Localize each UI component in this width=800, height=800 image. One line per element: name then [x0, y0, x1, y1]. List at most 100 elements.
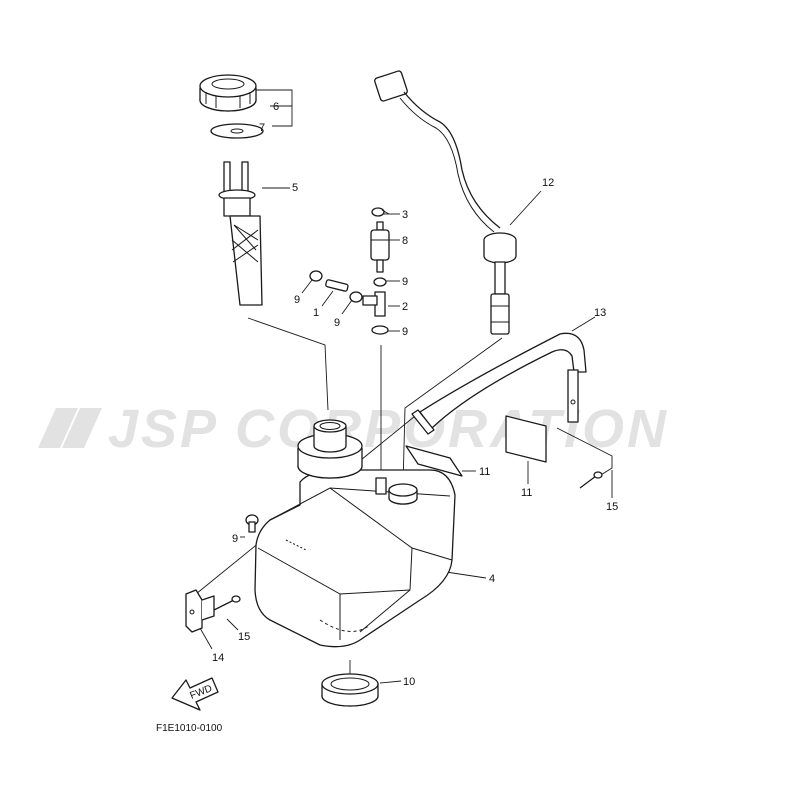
connector: [374, 70, 408, 102]
gauge-stem: [494, 261, 506, 295]
callout-15b: 15: [238, 631, 250, 643]
bracket: [185, 589, 215, 633]
callout-9d: 9: [334, 317, 340, 329]
leader-9d: [341, 299, 353, 315]
clip-9d: [349, 291, 363, 303]
leader-15b: [226, 618, 239, 631]
gauge-float: [490, 293, 510, 335]
bracket-hole: [189, 609, 195, 615]
callout-7: 7: [259, 122, 265, 134]
callout-6: 6: [273, 101, 279, 113]
filler-cap-grip: [205, 92, 251, 108]
fuel-filter: [370, 221, 390, 273]
leader-lines: [195, 89, 613, 684]
joint-branch: [362, 295, 378, 306]
filler-neck-thread: [313, 426, 347, 453]
strainer-mesh-body: [229, 215, 263, 306]
clip: [371, 207, 390, 217]
leader-13: [571, 316, 596, 332]
pad-shape: [405, 445, 463, 477]
filter-body: [370, 229, 390, 261]
gauge-port-top: [388, 483, 418, 497]
callout-11b: 11: [521, 487, 532, 499]
callout-10: 10: [403, 676, 415, 688]
leader-gauge-to-tank: [402, 337, 503, 487]
leader-1: [321, 290, 334, 307]
watermark-text: JSP CORPORATION: [108, 399, 669, 459]
callout-13: 13: [594, 307, 606, 319]
strainer-post-left: [223, 161, 231, 193]
clip-ring: [349, 291, 363, 303]
gauge-cap-side: [483, 240, 517, 264]
rivet-shank: [579, 475, 597, 489]
wire-harness: [403, 91, 501, 229]
callout-11a: 11: [479, 466, 490, 478]
clip-9c: [371, 325, 389, 335]
callouts: 6 7 5 3 8 9 2 9 9 1 9 12 13 11 11 15 4 9…: [212, 101, 618, 688]
callout-15a: 15: [606, 501, 618, 513]
strainer: [218, 161, 263, 306]
callout-5: 5: [292, 182, 298, 194]
watermark-logo-mark: [38, 408, 78, 448]
leader-14: [199, 627, 213, 650]
washer-outer: [210, 123, 264, 139]
clip-ring: [371, 207, 385, 217]
strap-hole: [570, 399, 576, 405]
leader-9a: [301, 279, 313, 294]
callout-1: 1: [313, 307, 319, 319]
callout-9b: 9: [402, 276, 408, 288]
washer: [210, 123, 264, 139]
filler-neck-mouth: [313, 419, 347, 433]
leader-4: [445, 571, 487, 579]
strap-end: [411, 409, 435, 435]
rivet-head: [593, 471, 603, 479]
strainer-mesh-pattern: [231, 224, 259, 263]
callout-2: 2: [402, 301, 408, 313]
wire-harness-2: [399, 97, 495, 233]
filler-cap-top: [199, 74, 257, 98]
tank-hidden-ring: [319, 619, 371, 632]
ring-top: [321, 673, 379, 695]
callout-12: 12: [542, 177, 554, 189]
leader-filler-to-tank: [247, 317, 329, 411]
drawing-code: F1E1010-0100: [156, 723, 223, 734]
clip-9a: [309, 270, 323, 282]
ring-inner: [330, 677, 370, 691]
watermark-logo-mark-2: [62, 408, 102, 448]
filler-cap-recess: [211, 78, 245, 90]
callout-9e: 9: [232, 533, 238, 545]
callout-8: 8: [402, 235, 408, 247]
pad-11b: [505, 415, 547, 463]
callout-9a: 9: [294, 294, 300, 306]
filter-inlet: [376, 221, 384, 231]
tank-fitting: [375, 477, 387, 495]
ring: [321, 673, 379, 707]
pad-shape: [505, 415, 547, 463]
fuel-gauge: [374, 70, 517, 335]
rivet-head: [231, 595, 241, 603]
fwd-arrow: FWD: [171, 677, 219, 711]
filler-cap: [199, 74, 257, 112]
callout-3: 3: [402, 209, 408, 221]
strainer-post-right: [241, 161, 249, 193]
clip-tab: [381, 209, 390, 215]
nipple-1: [325, 279, 349, 292]
joint: [362, 291, 386, 317]
leader-12: [509, 190, 542, 226]
clip-ring: [371, 325, 389, 335]
fuel-tank: [254, 419, 456, 648]
rivet-15a: [579, 471, 603, 489]
callout-4: 4: [489, 573, 495, 585]
rivet-15b: [213, 595, 241, 611]
filler-neck-opening: [319, 422, 341, 430]
strap-buckle: [567, 369, 579, 423]
callout-14: 14: [212, 652, 224, 664]
clip-ring: [309, 270, 323, 282]
clip-9b: [373, 277, 387, 287]
filter-outlet: [376, 259, 384, 273]
strap: [411, 332, 587, 435]
pad-11a: [405, 445, 463, 477]
clip-9e: [245, 514, 259, 533]
